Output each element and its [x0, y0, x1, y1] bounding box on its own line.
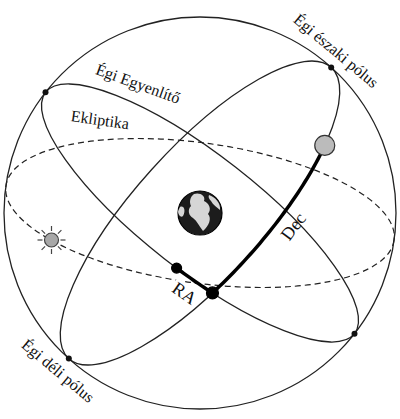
land-mass — [209, 195, 221, 210]
land-mass — [178, 207, 184, 217]
sun-ray — [38, 239, 43, 240]
pole-dot — [66, 356, 72, 362]
meridian-line — [21, 24, 380, 402]
sun-symbol — [38, 226, 66, 254]
coordinate-arcs — [172, 135, 335, 298]
sun-ray — [58, 230, 62, 234]
equator-label: Égi Egyenlítő — [93, 61, 182, 108]
earth-globe — [178, 191, 222, 235]
ra-origin-dot — [172, 263, 182, 273]
pole-dot — [328, 64, 334, 70]
crossing-dot — [206, 287, 218, 299]
earth-disc — [178, 191, 222, 235]
equator-line — [10, 47, 390, 380]
land-mass — [189, 193, 210, 231]
pole-label: Égi északi pólus — [290, 10, 382, 91]
ecliptic-label: Ekliptika — [70, 107, 131, 133]
equator-node-dot — [43, 89, 49, 95]
sun-ray — [51, 249, 52, 254]
earth-land — [178, 193, 220, 231]
sun-disc — [45, 233, 59, 247]
sun-ray — [61, 239, 66, 240]
sun-ray — [51, 226, 52, 231]
star-marker — [315, 135, 335, 155]
sun-ray — [58, 246, 62, 250]
ecliptic-line — [0, 116, 400, 309]
sphere-outline — [4, 17, 396, 409]
declination-arc — [212, 145, 324, 292]
sun-ray — [42, 230, 46, 234]
sun-ray — [42, 246, 46, 250]
equator-node-dot — [352, 331, 358, 337]
